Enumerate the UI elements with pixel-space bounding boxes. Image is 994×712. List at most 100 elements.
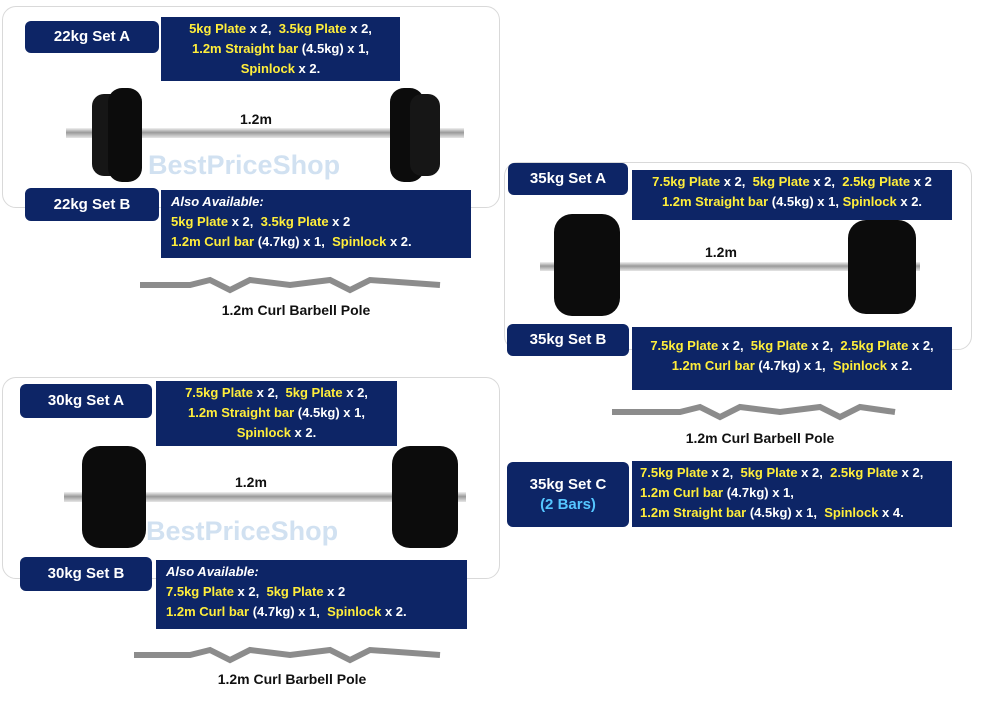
curl-bar-30kg xyxy=(134,646,441,664)
set-35kg-c-line2: 1.2m Curl bar (4.7kg) x 1, xyxy=(640,483,946,503)
set-35kg-a-tag: 35kg Set A xyxy=(508,163,628,195)
text-segment: (4.5kg) x 1, xyxy=(746,505,825,520)
text-segment: 7.5kg Plate xyxy=(166,584,234,599)
text-segment: x 2. xyxy=(386,234,412,249)
text-segment: (4.7kg) x 1, xyxy=(754,358,833,373)
text-segment: 1.2m Straight bar xyxy=(640,505,747,520)
text-segment: (4.7kg) x 1, xyxy=(723,485,794,500)
set-22kg-b-tag: 22kg Set B xyxy=(25,188,159,221)
set-30kg-a-contents: 7.5kg Plate x 2, 5kg Plate x 2, 1.2m Str… xyxy=(156,381,397,446)
text-segment: 1.2m Straight bar xyxy=(661,194,769,209)
set-35kg-b-line1: 7.5kg Plate x 2, 5kg Plate x 2, 2.5kg Pl… xyxy=(638,336,946,356)
text-segment: (4.5kg) x 1, xyxy=(768,194,843,209)
text-segment: x 2, xyxy=(342,385,368,400)
text-segment: Spinlock xyxy=(236,425,291,440)
set-22kg-b-contents: Also Available: 5kg Plate x 2, 3.5kg Pla… xyxy=(161,190,471,258)
set-22kg-a-tag: 22kg Set A xyxy=(25,21,159,53)
text-segment: 5kg Plate xyxy=(171,214,229,229)
text-segment: x 2. xyxy=(887,358,913,373)
text-segment: x 2, xyxy=(253,385,286,400)
text-segment: x 2, xyxy=(233,584,267,599)
set-35kg-b-contents: 7.5kg Plate x 2, 5kg Plate x 2, 2.5kg Pl… xyxy=(632,327,952,390)
text-segment: 1.2m Curl bar xyxy=(671,358,755,373)
text-segment: x 2, xyxy=(228,214,261,229)
text-segment: 2.5kg Plate xyxy=(842,174,911,189)
set-35kg-c-tag: 35kg Set C (2 Bars) xyxy=(507,462,629,527)
text-segment: x 2 xyxy=(910,174,932,189)
curl-caption-22kg: 1.2m Curl Barbell Pole xyxy=(221,302,371,318)
text-segment: x 2. xyxy=(294,61,321,76)
text-segment: 7.5kg Plate xyxy=(185,385,253,400)
set-35kg-a-line1: 7.5kg Plate x 2, 5kg Plate x 2, 2.5kg Pl… xyxy=(638,172,946,192)
text-segment: 2.5kg Plate xyxy=(830,465,899,480)
text-segment: x 2, xyxy=(809,174,843,189)
text-segment: 7.5kg Plate xyxy=(650,338,719,353)
text-segment: Spinlock xyxy=(842,194,897,209)
text-segment: x 2, xyxy=(718,338,751,353)
text-segment: x 2. xyxy=(896,194,923,209)
set-35kg-b-tag: 35kg Set B xyxy=(507,324,629,356)
set-30kg-b-contents: Also Available: 7.5kg Plate x 2, 5kg Pla… xyxy=(156,560,467,629)
text-segment: Spinlock xyxy=(240,61,295,76)
set-30kg-b-line2: 1.2m Curl bar (4.7kg) x 1, Spinlock x 2. xyxy=(166,602,461,622)
set-35kg-b-line2: 1.2m Curl bar (4.7kg) x 1, Spinlock x 2. xyxy=(638,356,946,376)
set-30kg-a-tag: 30kg Set A xyxy=(20,384,152,418)
curl-bar-22kg xyxy=(140,276,441,294)
watermark-22kg: BestPriceShop xyxy=(148,150,341,180)
text-segment: 5kg Plate xyxy=(752,174,810,189)
set-22kg-a-line3: Spinlock x 2. xyxy=(167,59,394,79)
set-22kg-b-line1: 5kg Plate x 2, 3.5kg Plate x 2 xyxy=(171,212,465,232)
text-segment: x 2, xyxy=(807,338,841,353)
set-22kg-b-line2: 1.2m Curl bar (4.7kg) x 1, Spinlock x 2. xyxy=(171,232,465,252)
text-segment: (4.5kg) x 1, xyxy=(298,41,369,56)
bar-length-30kg: 1.2m xyxy=(235,474,267,490)
watermark-30kg: BestPriceShop xyxy=(146,516,339,546)
text-segment: (4.5kg) x 1, xyxy=(294,405,365,420)
text-segment: 3.5kg Plate xyxy=(278,21,347,36)
text-segment: x 2, xyxy=(898,465,924,480)
text-segment: 1.2m Curl bar xyxy=(166,604,250,619)
set-35kg-a-contents: 7.5kg Plate x 2, 5kg Plate x 2, 2.5kg Pl… xyxy=(632,170,952,220)
bar-length-35kg: 1.2m xyxy=(705,244,737,260)
text-segment: x 4. xyxy=(878,505,904,520)
text-segment: 5kg Plate xyxy=(750,338,808,353)
bar-length-22kg: 1.2m xyxy=(240,111,272,127)
curl-bar-35kg xyxy=(612,403,896,421)
text-segment: Spinlock xyxy=(332,234,387,249)
set-35kg-c-tag-subtitle: (2 Bars) xyxy=(540,495,596,513)
set-22kg-a-line1: 5kg Plate x 2, 3.5kg Plate x 2, xyxy=(167,19,394,39)
text-segment: 5kg Plate xyxy=(189,21,247,36)
curl-caption-35kg: 1.2m Curl Barbell Pole xyxy=(685,430,835,446)
set-22kg-b-also-available: Also Available: xyxy=(171,194,264,209)
text-segment: 3.5kg Plate xyxy=(260,214,329,229)
text-segment: x 2, xyxy=(908,338,934,353)
set-30kg-b-line1: 7.5kg Plate x 2, 5kg Plate x 2 xyxy=(166,582,461,602)
text-segment: x 2, xyxy=(707,465,741,480)
set-35kg-c-line1: 7.5kg Plate x 2, 5kg Plate x 2, 2.5kg Pl… xyxy=(640,463,946,483)
text-segment: x 2, xyxy=(246,21,279,36)
set-30kg-a-line1: 7.5kg Plate x 2, 5kg Plate x 2, xyxy=(162,383,391,403)
text-segment: (4.7kg) x 1, xyxy=(254,234,333,249)
set-22kg-a-contents: 5kg Plate x 2, 3.5kg Plate x 2, 1.2m Str… xyxy=(161,17,400,81)
set-35kg-c-contents: 7.5kg Plate x 2, 5kg Plate x 2, 2.5kg Pl… xyxy=(632,461,952,527)
set-35kg-c-tag-title: 35kg Set C xyxy=(529,475,607,493)
text-segment: 1.2m Curl bar xyxy=(171,234,255,249)
text-segment: x 2, xyxy=(346,21,372,36)
set-30kg-b-also-available: Also Available: xyxy=(166,564,259,579)
text-segment: 7.5kg Plate xyxy=(640,465,708,480)
text-segment: Spinlock xyxy=(327,604,382,619)
text-segment: x 2, xyxy=(797,465,831,480)
text-segment: Spinlock xyxy=(832,358,888,373)
barbell-22kg xyxy=(66,88,464,182)
text-segment: 1.2m Curl bar xyxy=(640,485,724,500)
text-segment: 5kg Plate xyxy=(266,584,324,599)
text-segment: Spinlock xyxy=(824,505,879,520)
text-segment: 2.5kg Plate xyxy=(840,338,909,353)
set-30kg-a-line2: 1.2m Straight bar (4.5kg) x 1, xyxy=(162,403,391,423)
set-22kg-a-line2: 1.2m Straight bar (4.5kg) x 1, xyxy=(167,39,394,59)
text-segment: x 2, xyxy=(720,174,753,189)
text-segment: 5kg Plate xyxy=(740,465,798,480)
barbell-35kg xyxy=(540,214,920,316)
text-segment: x 2. xyxy=(290,425,317,440)
